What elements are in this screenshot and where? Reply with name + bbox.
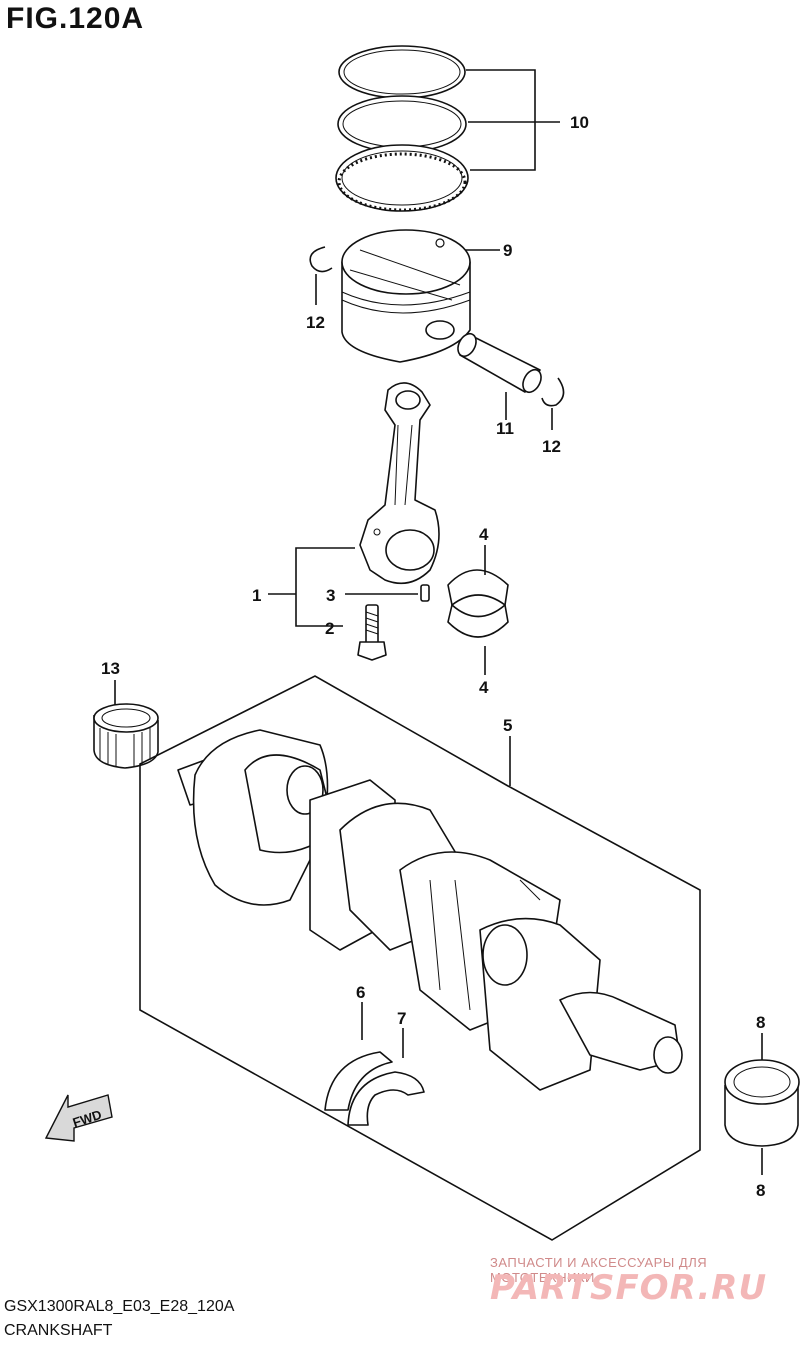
figure-name: CRANKSHAFT bbox=[4, 1322, 113, 1339]
callout-8-lower: 8 bbox=[756, 1181, 765, 1200]
callout-2: 2 bbox=[325, 619, 334, 638]
callout-3: 3 bbox=[326, 586, 335, 605]
callout-9: 9 bbox=[503, 241, 512, 260]
thrust-bearing-left[interactable] bbox=[324, 1051, 393, 1111]
conrod-bearing-lower[interactable] bbox=[447, 604, 509, 638]
main-bearing[interactable] bbox=[724, 1059, 800, 1147]
figure-title: FIG.120A bbox=[6, 2, 145, 35]
callout-12-right: 12 bbox=[542, 437, 561, 456]
callout-12-left: 12 bbox=[306, 313, 325, 332]
watermark-logo: PARTSFOR.RU bbox=[490, 1268, 768, 1308]
circlip-right[interactable] bbox=[541, 377, 565, 407]
pin[interactable] bbox=[420, 584, 430, 602]
callout-6: 6 bbox=[356, 983, 365, 1002]
callout-10: 10 bbox=[570, 113, 589, 132]
callout-8-upper: 8 bbox=[756, 1013, 765, 1032]
rod-bolt[interactable] bbox=[357, 604, 387, 661]
callout-13: 13 bbox=[101, 659, 120, 678]
fwd-arrow bbox=[44, 1094, 113, 1142]
piston[interactable] bbox=[341, 229, 471, 363]
callout-4-lower: 4 bbox=[479, 678, 489, 697]
figure-code: GSX1300RAL8_E03_E28_120A bbox=[4, 1298, 235, 1315]
circlip-left[interactable] bbox=[309, 246, 333, 273]
piston-pin[interactable] bbox=[454, 331, 544, 396]
thrust-bearing-right[interactable] bbox=[347, 1071, 425, 1126]
callout-1: 1 bbox=[252, 586, 261, 605]
crankshaft[interactable] bbox=[177, 729, 683, 1091]
piston-rings[interactable] bbox=[335, 45, 469, 212]
callout-7: 7 bbox=[397, 1009, 406, 1028]
callout-4-upper: 4 bbox=[479, 525, 489, 544]
callout-5: 5 bbox=[503, 716, 512, 735]
connecting-rod[interactable] bbox=[359, 382, 440, 585]
crankshaft-outline-box bbox=[139, 675, 701, 1241]
watermark-tagline: ЗАПЧАСТИ И АКСЕССУАРЫ ДЛЯ МОТОТЕХНИКИ bbox=[490, 1255, 708, 1285]
needle-bearing[interactable] bbox=[93, 703, 159, 769]
callout-11: 11 bbox=[496, 419, 514, 438]
conrod-bearing-upper[interactable] bbox=[447, 569, 509, 606]
